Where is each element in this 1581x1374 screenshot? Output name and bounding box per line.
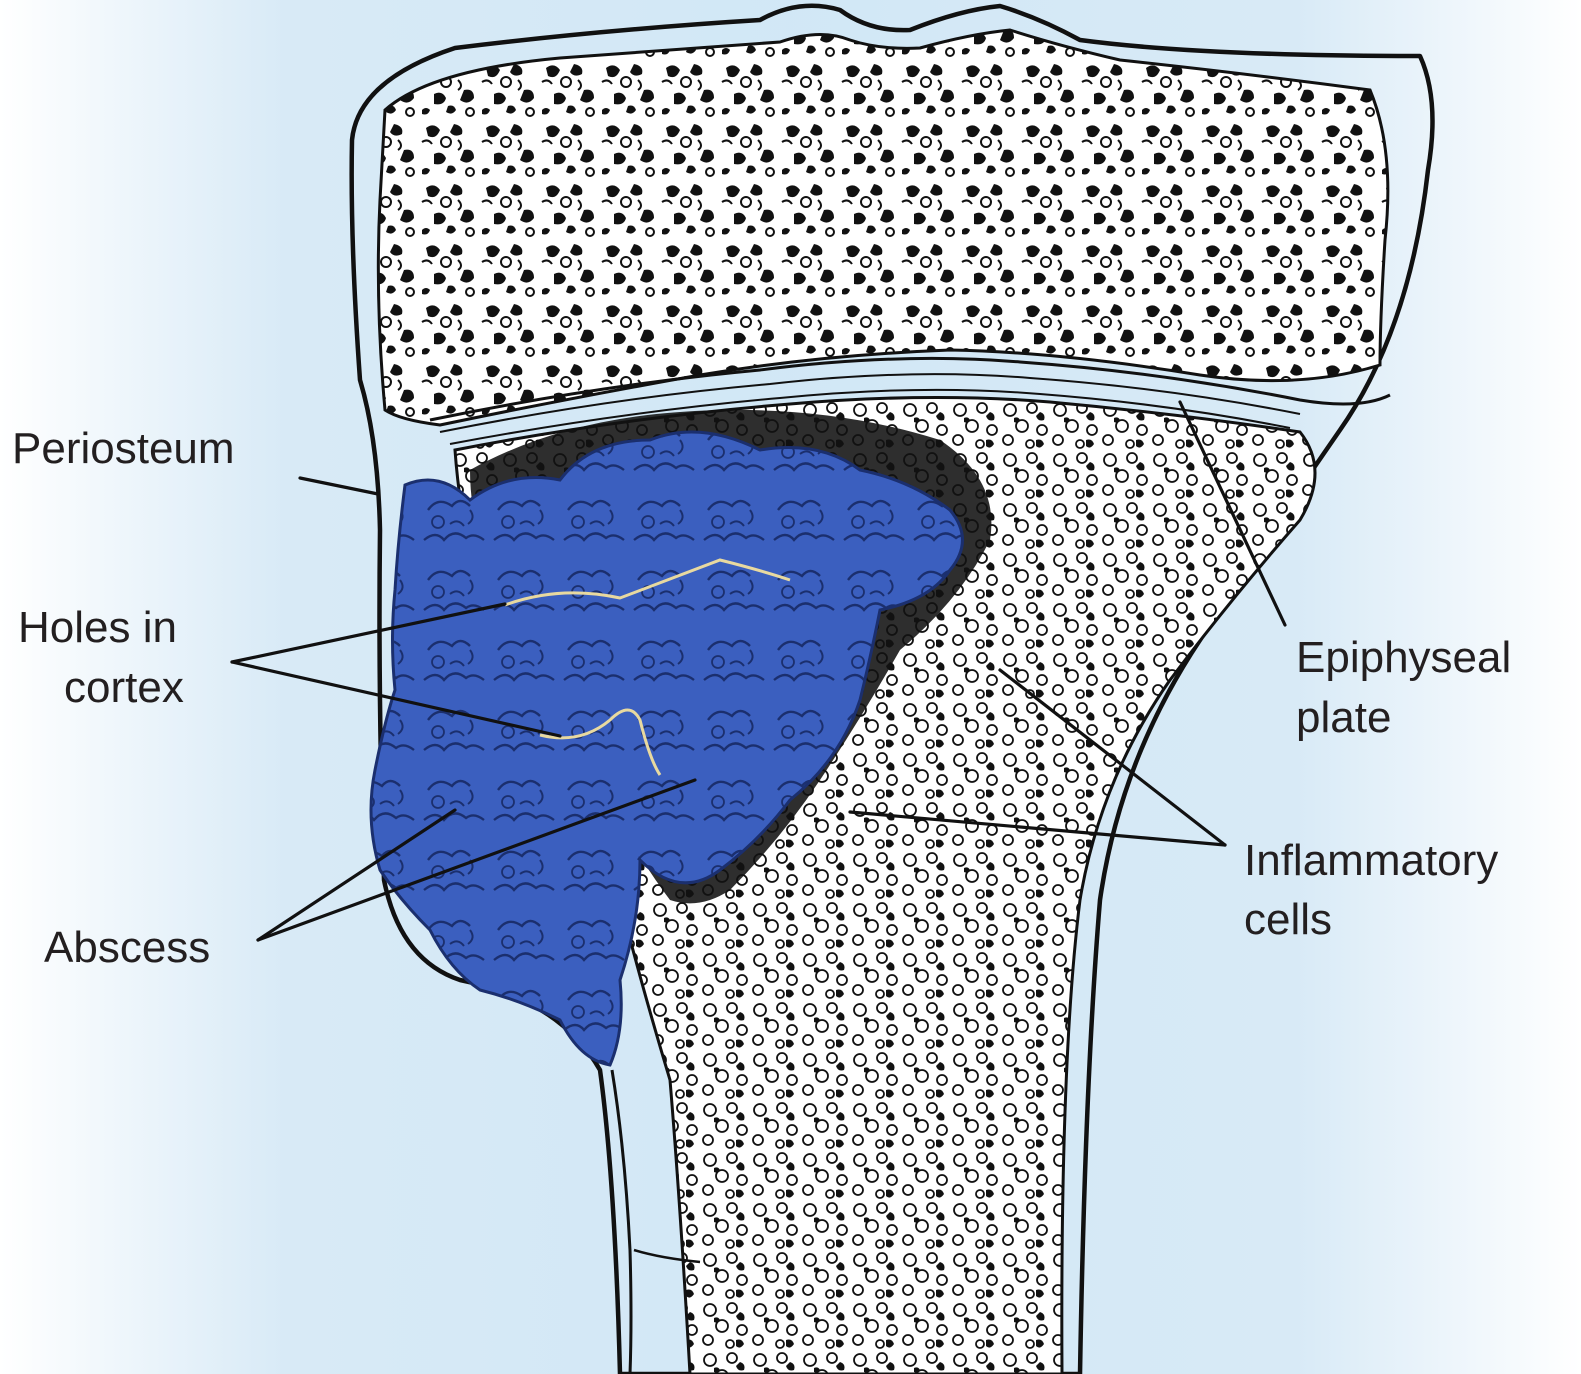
label-epiphyseal-line2: plate bbox=[1296, 693, 1391, 742]
label-holes-in-cortex-line1: Holes in bbox=[18, 603, 177, 652]
label-abscess: Abscess bbox=[44, 923, 210, 972]
label-inflammatory-line2: cells bbox=[1244, 895, 1332, 944]
label-holes-in-cortex-line2: cortex bbox=[64, 663, 184, 712]
label-periosteum: Periosteum bbox=[12, 424, 235, 473]
label-epiphyseal-line1: Epiphyseal bbox=[1296, 633, 1511, 682]
label-inflammatory-line1: Inflammatory bbox=[1244, 836, 1498, 885]
